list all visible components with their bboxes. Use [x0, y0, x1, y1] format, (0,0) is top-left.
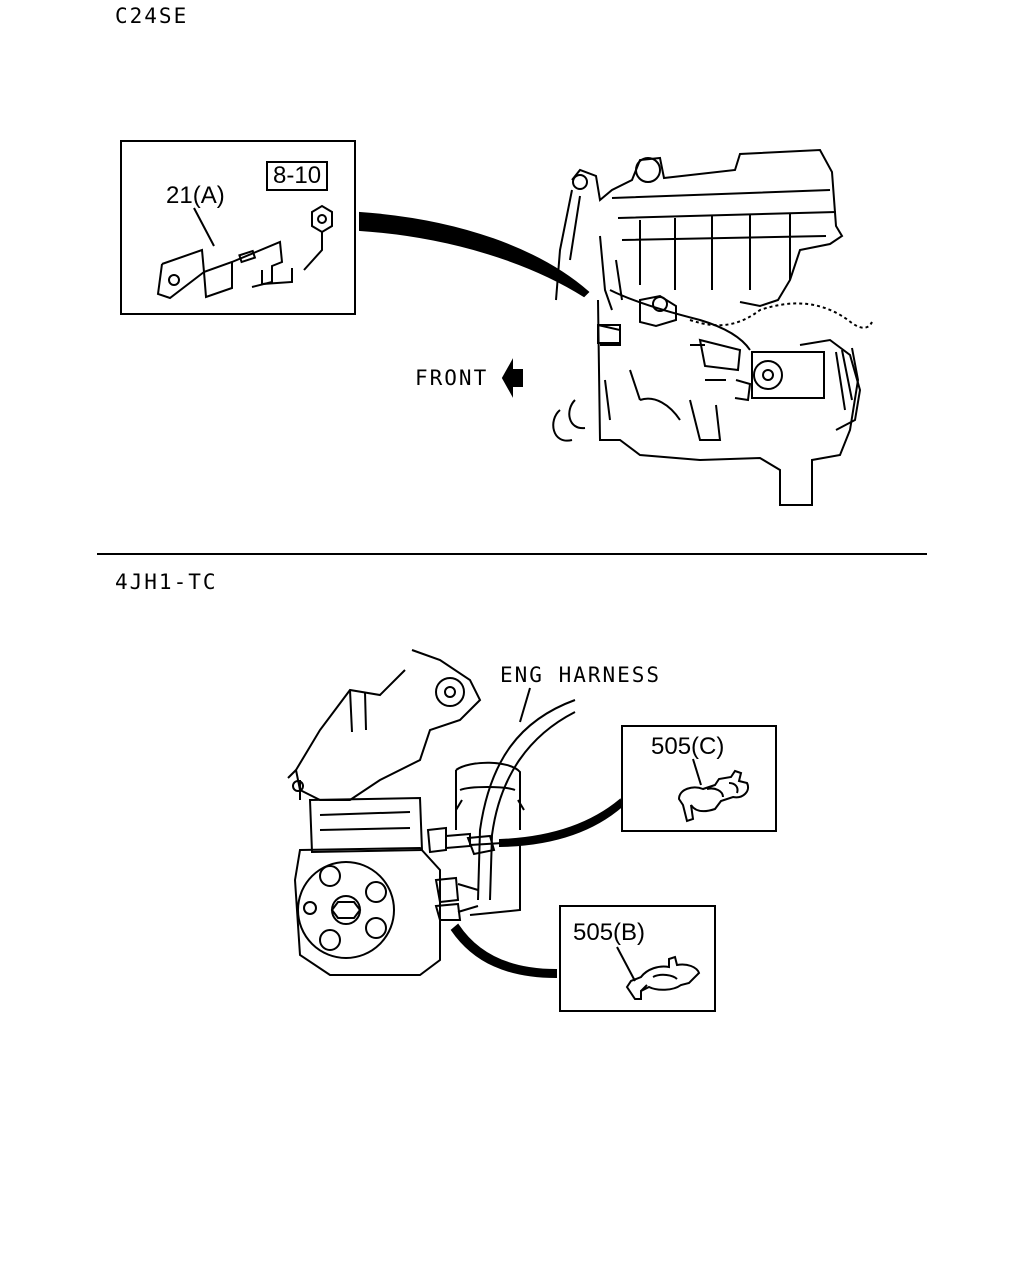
callout-box-505b: 505(B)	[559, 905, 716, 1012]
model-label-c24se: C24SE	[115, 4, 189, 28]
section-divider	[97, 553, 927, 555]
part-number-505c: 505(C)	[651, 733, 725, 760]
bracket-21a-drawing	[156, 204, 333, 300]
callout-box-21a: 21(A) 8-10	[120, 140, 356, 315]
eng-harness-label: ENG HARNESS	[500, 663, 662, 687]
part-number-505b: 505(B)	[573, 919, 646, 946]
model-label-4jh1tc: 4JH1-TC	[115, 570, 218, 594]
torque-spec: 8-10	[266, 161, 329, 191]
callout-box-505c: 505(C)	[621, 725, 777, 832]
c24se-engine-drawing	[359, 148, 873, 506]
front-label: FRONT	[415, 366, 489, 390]
part-number-21a: 21(A)	[166, 182, 225, 209]
clamp-505b-drawing	[616, 946, 701, 1000]
clamp-505c-drawing	[677, 758, 749, 823]
